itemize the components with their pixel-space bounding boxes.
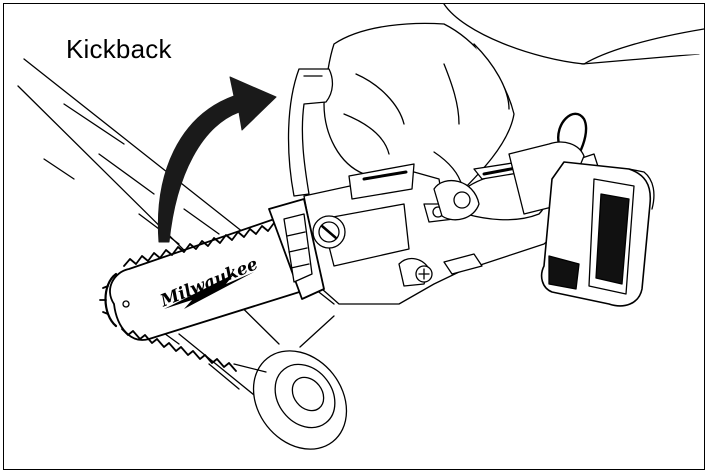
- figure-caption: Kickback: [66, 34, 172, 64]
- chainsaw-body: [287, 68, 603, 305]
- battery-pack: [540, 161, 655, 307]
- kickback-arrow: [157, 76, 277, 243]
- log: [17, 58, 348, 450]
- gloved-hand: [323, 4, 704, 198]
- kickback-illustration: Milwaukee: [17, 4, 704, 450]
- illustration-frame: Milwaukee Kickback: [3, 3, 705, 470]
- guide-bar: Milwaukee: [99, 198, 325, 372]
